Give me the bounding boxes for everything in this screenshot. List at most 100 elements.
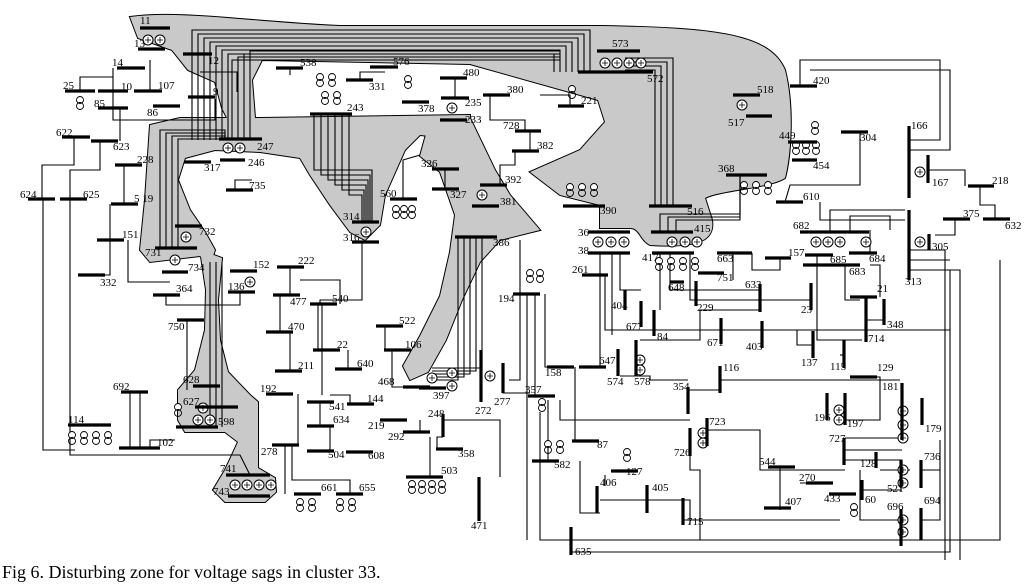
generator-unit-icon [308,498,316,506]
bus: 420 [790,75,830,88]
bus: 598 [176,416,235,429]
line [69,199,251,476]
winding-mark [638,60,644,66]
bus: 390 [563,204,617,217]
bus: 248 [428,408,445,437]
winding-mark [837,239,843,245]
generator-unit-icon [566,183,574,191]
line [689,253,811,301]
winding-mark [608,239,614,245]
generator-unit-icon [408,205,416,213]
bus-label: 632 [1005,220,1022,232]
bus: 449 [779,130,817,144]
bus-label: 582 [554,459,571,471]
bus: 13 [134,38,165,51]
line [539,260,1001,541]
bus-label: 12 [208,55,219,67]
bus: 573 [597,38,640,53]
generator-unit-icon [174,409,182,417]
bus-label: 627 [183,396,200,408]
winding-mark [836,417,842,423]
line [796,330,813,346]
bus: 38 [578,245,630,257]
generator-unit-icon [428,480,436,488]
bus: 417 [642,251,694,264]
bus: 221 [558,95,598,108]
bus-label: 449 [779,130,796,142]
bus-label: 397 [433,390,450,402]
generator-unit-icon [328,73,336,81]
winding-mark [700,440,706,446]
line [849,215,891,232]
bus-label: 196 [814,412,831,424]
bus-label: 521 [887,483,904,495]
bus: 381 [472,196,517,208]
line [127,240,170,283]
bus-label: 219 [368,420,385,432]
bus-label: 5 19 [134,193,154,205]
line [921,440,941,521]
line [544,294,560,368]
bus-label: 623 [113,141,130,153]
line [221,49,561,140]
bus: 136 [228,281,255,294]
bus-label: 503 [441,465,458,477]
bus: 219 [368,418,407,432]
bus: 358 [436,447,475,460]
line [682,519,840,525]
line [42,199,75,451]
bus-label: 671 [707,337,724,349]
bus: 137 [801,331,818,369]
line [640,309,760,341]
generator-unit-icon [679,263,687,271]
generator-unit-icon [80,431,88,439]
line [149,439,175,448]
bus-label: 715 [687,516,704,528]
bus-label: 634 [333,414,350,426]
bus-label: 25 [63,80,75,92]
bus: 610 [776,191,820,204]
line [436,436,443,449]
bus: 635 [569,527,592,558]
bus-label: 454 [813,160,830,172]
bus: 102 [119,437,174,450]
generator-unit-icon [308,504,316,512]
winding-mark [637,357,643,363]
generator-unit-icon [404,75,412,83]
bus-label: 684 [869,253,886,265]
bus-label: 381 [500,196,517,208]
bus-label: 60 [865,494,877,506]
bus: 192 [260,383,293,396]
bus: 503 [406,465,458,479]
winding-mark [694,239,700,245]
generator-unit-icon [590,183,598,191]
generator-unit-icon [590,189,598,197]
line [829,209,905,232]
winding-mark [825,239,831,245]
bus: 115 [830,340,847,373]
generator-unit-icon [752,187,760,195]
generator-unit-icon [850,503,858,511]
generator-unit-icon [850,509,858,517]
bus: 433 [824,492,856,505]
winding-mark [917,169,923,175]
bus-label: 106 [405,339,422,351]
bus: 682 [793,220,869,234]
bus-label: 624 [20,189,37,201]
generator-unit-icon [404,81,412,89]
bus-label: 392 [505,174,522,186]
bus-label: 386 [493,237,510,249]
line [819,202,905,221]
bus-label: 248 [428,408,445,420]
bus: 407 [764,496,802,510]
bus-label: 278 [261,446,278,458]
generator-unit-icon [321,91,329,99]
bus-label: 14 [112,57,124,69]
bus: 560 [380,188,417,201]
bus: 211 [275,360,314,373]
winding-mark [813,239,819,245]
bus-label: 197 [847,418,864,430]
line [687,389,720,400]
bus-label: 390 [600,205,617,217]
bus: 197 [843,393,864,430]
